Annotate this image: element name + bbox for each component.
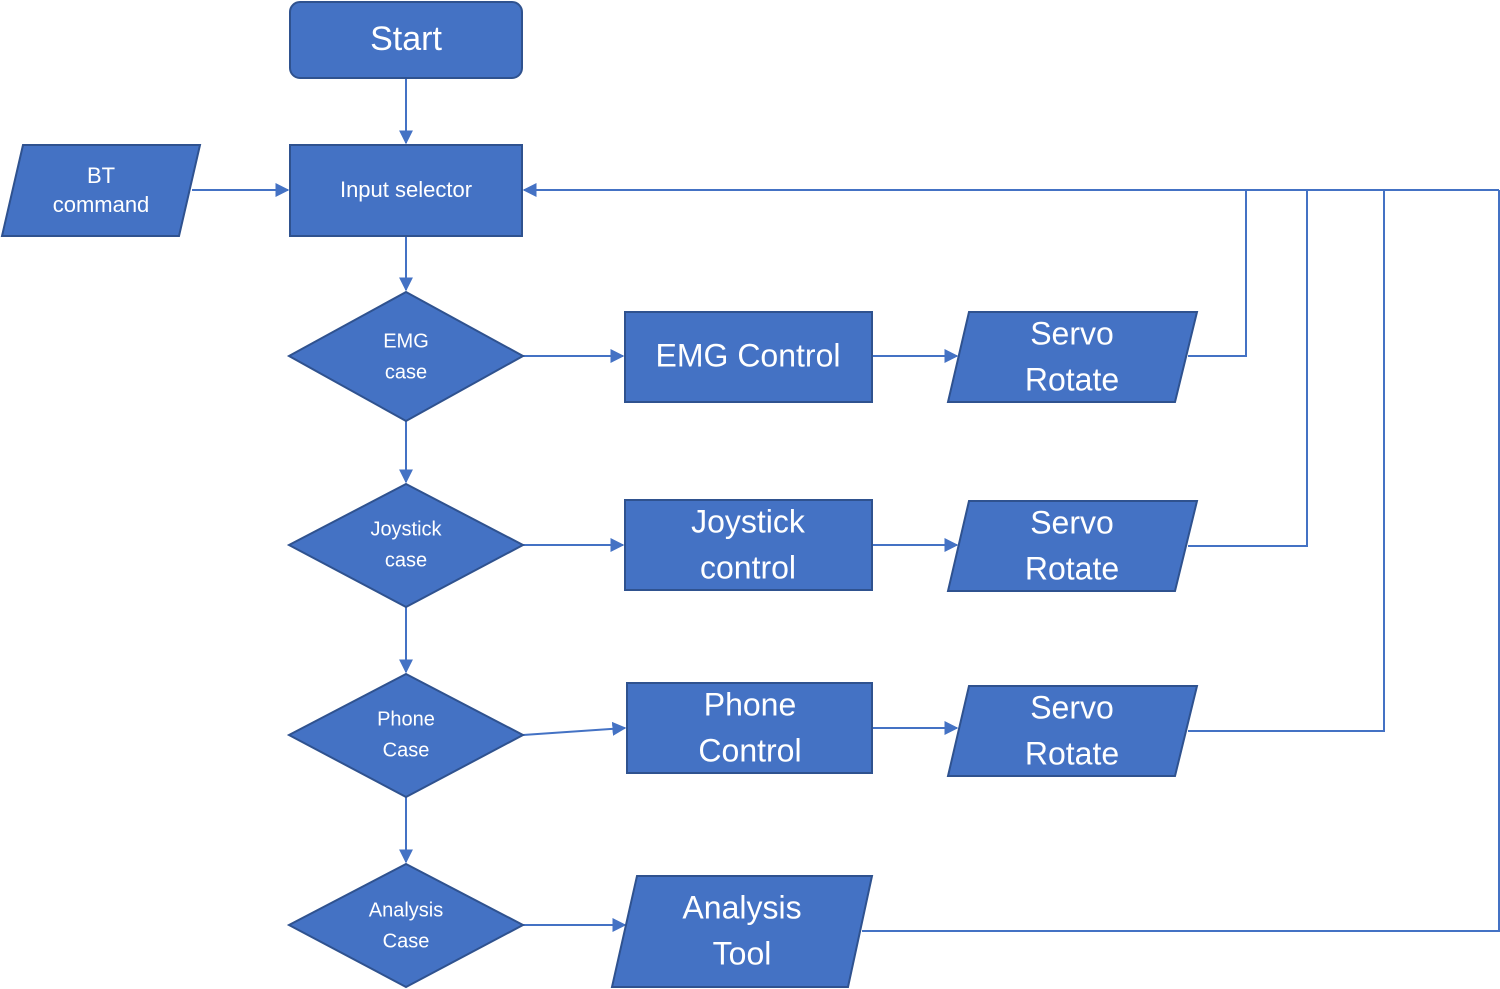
joystick-control-label-line-2: control [700,549,796,585]
servo-rotate-3-label-line-1: Servo [1030,689,1114,725]
feedback-analysis-tool [862,190,1500,932]
feedback-servo-rotate-2 [1188,190,1308,547]
phone-control-label-line-2: Control [698,732,801,768]
phone-case-label-line-1: Phone [377,708,435,730]
analysis-case-label-line-1: Analysis [369,899,443,921]
analysis-tool-node: Analysis Tool [610,875,874,988]
joystick-case-node: Joystick case [286,482,526,609]
input-selector-node: Input selector [289,144,523,237]
arrow-phone-case-to-phone-control [522,721,627,736]
emg-case-label-line-1: EMG [383,330,429,352]
bt-command-node: BT command [0,144,202,237]
start-label: Start [370,20,442,58]
joystick-control-node: Joystick control [624,499,873,591]
phone-control-node: Phone Control [626,682,873,774]
analysis-tool-label-line-1: Analysis [682,889,801,925]
joystick-case-label-line-1: Joystick [370,518,442,540]
servo-rotate-2-label-line-1: Servo [1030,504,1114,540]
analysis-case-node: Analysis Case [286,862,526,989]
emg-case-label-line-2: case [385,361,427,383]
servo-rotate-3-node: Servo Rotate [946,685,1199,777]
feedback-servo-rotate-3 [1188,190,1385,732]
phone-case-node: Phone Case [286,672,526,799]
analysis-tool-label-line-2: Tool [713,935,772,971]
feedback-servo-rotate-1 [1188,190,1247,357]
start-node: Start [289,1,523,79]
phone-control-label-line-1: Phone [704,686,797,722]
input-selector-label: Input selector [340,177,472,202]
analysis-case-label-line-2: Case [383,930,430,952]
servo-rotate-3-label-line-2: Rotate [1025,735,1119,771]
servo-rotate-1-label-line-1: Servo [1030,315,1114,351]
phone-case-label-line-2: Case [383,739,430,761]
servo-rotate-1-label-line-2: Rotate [1025,361,1119,397]
bt-command-label-line-2: command [53,192,150,217]
bt-command-label-line-1: BT [87,163,115,188]
servo-rotate-1-node: Servo Rotate [946,311,1199,403]
emg-case-node: EMG case [286,290,526,423]
servo-rotate-2-label-line-2: Rotate [1025,550,1119,586]
emg-control-label: EMG Control [656,337,841,373]
emg-control-node: EMG Control [624,311,873,403]
servo-rotate-2-node: Servo Rotate [946,500,1199,592]
connectors [192,78,1500,932]
joystick-case-label-line-2: case [385,549,427,571]
joystick-control-label-line-1: Joystick [691,503,806,539]
